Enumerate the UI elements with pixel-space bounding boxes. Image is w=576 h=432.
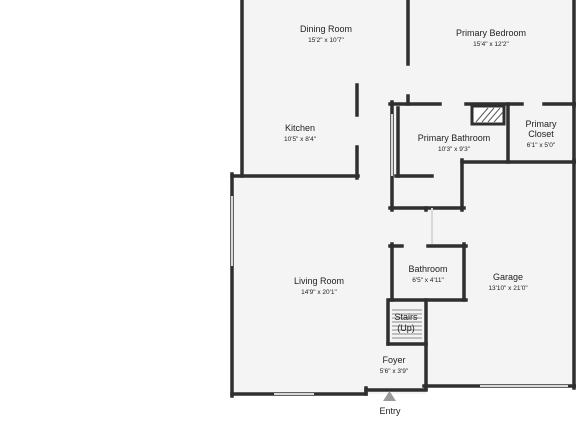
living-room-floor <box>232 176 392 394</box>
room-name: Bathroom <box>408 264 447 274</box>
room-name-line1: Primary <box>526 119 557 129</box>
room-dimensions: 6'5" x 4'11" <box>412 277 444 284</box>
primary-bedroom-label: Primary Bedroom 15'4" x 12'2" <box>456 28 526 48</box>
primary-closet-label: Primary Closet 6'1" x 5'0" <box>526 119 557 149</box>
stairs-label: Stairs (Up) <box>394 312 418 333</box>
room-dimensions: 15'2" x 10'7" <box>308 37 344 44</box>
room-name: Garage <box>493 272 523 282</box>
room-dimensions: 13'10" x 21'0" <box>488 285 528 292</box>
dining-room-label: Dining Room 15'2" x 10'7" <box>300 24 352 44</box>
floor-fills <box>232 0 576 394</box>
kitchen-label: Kitchen 10'5" x 8'4" <box>284 123 317 143</box>
primary-bedroom-floor <box>408 0 576 104</box>
room-dimensions: 10'3" x 9'3" <box>438 146 471 153</box>
room-dimensions: 14'9" x 20'1" <box>301 289 337 296</box>
room-dimensions: 5'6" x 3'9" <box>380 368 409 375</box>
room-name: Living Room <box>294 276 344 286</box>
room-dimensions: 6'1" x 5'0" <box>527 142 556 149</box>
room-name: Primary Bedroom <box>456 28 526 38</box>
garage-floor <box>426 162 576 386</box>
primary-bathroom-label: Primary Bathroom 10'3" x 9'3" <box>418 133 491 153</box>
room-name-line2: Closet <box>528 129 554 139</box>
windows <box>231 114 568 395</box>
room-name: Kitchen <box>285 123 315 133</box>
dining-kitchen-floor <box>242 0 408 178</box>
garage-label: Garage 13'10" x 21'0" <box>488 272 528 292</box>
room-name: Foyer <box>382 355 405 365</box>
entry-label: Entry <box>379 406 401 416</box>
stairs-treads <box>392 309 422 339</box>
room-dimensions: 10'5" x 8'4" <box>284 136 317 143</box>
hatch-lines <box>475 107 504 123</box>
bathroom-label: Bathroom 6'5" x 4'11" <box>408 264 447 284</box>
living-room-label: Living Room 14'9" x 20'1" <box>294 276 344 296</box>
stairs-name-line1: Stairs <box>394 312 418 322</box>
entry-arrow-icon <box>383 391 396 401</box>
room-name: Dining Room <box>300 24 352 34</box>
room-dimensions: 15'4" x 12'2" <box>473 41 509 48</box>
walls <box>230 0 576 398</box>
foyer-label: Foyer 5'6" x 3'9" <box>380 355 409 375</box>
stairs-name-line2: (Up) <box>397 323 415 333</box>
room-name: Primary Bathroom <box>418 133 491 143</box>
